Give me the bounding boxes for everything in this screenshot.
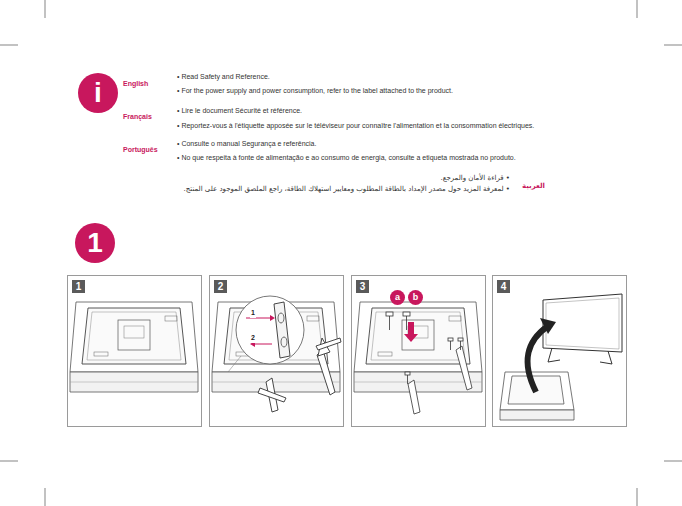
language-name: English: [123, 80, 148, 89]
instruction-text: • Lire le document Sécurité et référence…: [177, 107, 302, 116]
instruction-text: • Consulte o manual Segurança e referênc…: [177, 140, 316, 149]
info-icon: i: [78, 73, 118, 113]
step-panel: 1: [67, 275, 202, 427]
tv-standing: [500, 294, 622, 420]
instruction-text: • Read Safety and Reference.: [177, 73, 270, 82]
instruction-text: • لمعرفة المزيد حول مصدر الإمداد بالطاقة…: [184, 185, 510, 194]
callout-number: 2: [250, 334, 256, 343]
step-number: 4: [497, 280, 510, 293]
detail-inset: [228, 296, 304, 372]
push-arrow: [404, 322, 418, 342]
step-number: 3: [356, 280, 369, 293]
step-panel: 2: [209, 275, 344, 427]
callout-number: 1: [250, 309, 256, 318]
circle-letter: a: [395, 293, 400, 302]
part-letter: a: [390, 290, 405, 305]
instruction-text: • For the power supply and power consump…: [177, 87, 453, 96]
circle-letter: 1: [87, 229, 103, 257]
instruction-text: • Reportez-vous à l'étiquette apposée su…: [177, 122, 534, 131]
circle-letter: b: [413, 293, 419, 302]
part-letter: b: [408, 290, 423, 305]
step-panel: 3 a b: [351, 275, 486, 427]
step-number: 1: [72, 280, 85, 293]
circle-letter: i: [94, 79, 102, 107]
section-number: 1: [75, 223, 115, 263]
step-number: 2: [214, 280, 227, 293]
instruction-text: • قراءة الأمان والمرجع.: [440, 174, 510, 183]
step-panel: 4: [492, 275, 627, 427]
tv-on-cushion: [70, 302, 198, 392]
language-name: Français: [123, 113, 152, 122]
screws: [386, 312, 472, 414]
language-name: Português: [123, 146, 158, 155]
instruction-text: • No que respeita à fonte de alimentação…: [177, 154, 516, 163]
language-name: العربية: [522, 182, 545, 191]
tv-on-cushion: [354, 302, 482, 392]
